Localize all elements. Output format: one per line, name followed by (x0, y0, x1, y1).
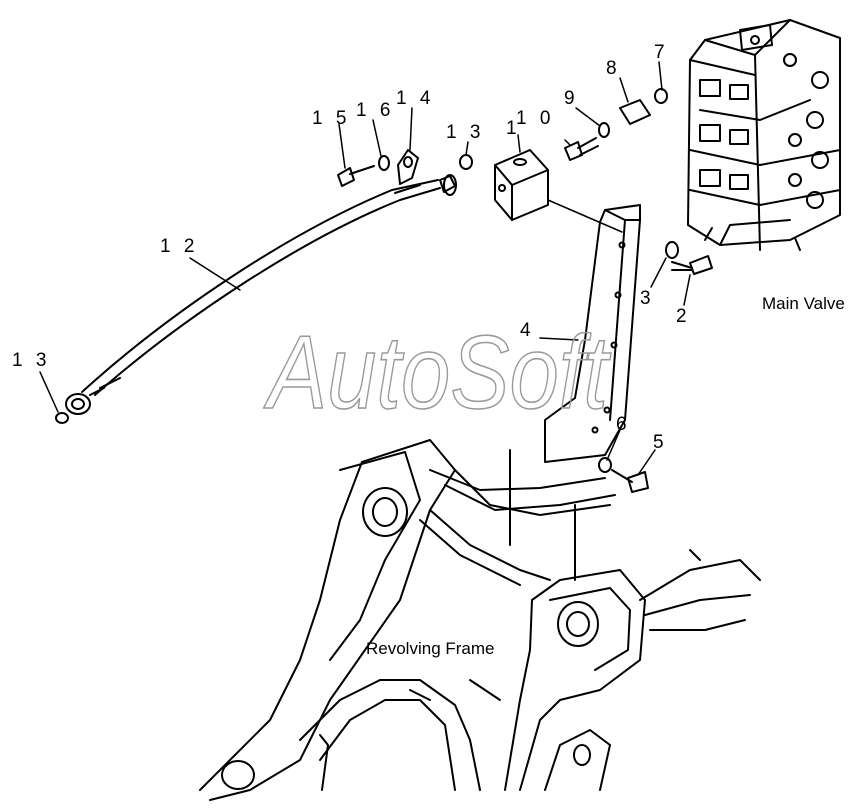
o-ring-7 (654, 88, 668, 104)
callout-14: 1 4 (396, 88, 434, 109)
bolt-2 (671, 255, 713, 275)
bolt-5 (611, 469, 649, 493)
callout-9: 9 (564, 88, 579, 109)
callout-3: 3 (640, 288, 655, 309)
callout-13-top: 1 3 (446, 122, 484, 143)
callout-12: 1 2 (160, 236, 198, 257)
revolving-frame-label: Revolving Frame (366, 639, 495, 658)
bolt-10 (564, 137, 599, 161)
leader-lines (39, 61, 691, 476)
clamp-14 (397, 149, 419, 185)
block (494, 149, 549, 221)
washer-3 (665, 241, 679, 259)
watermark: AutoSoft (263, 315, 612, 431)
o-ring-13-top (459, 154, 473, 170)
callout-7: 7 (654, 42, 669, 63)
callout-6: 6 (616, 414, 631, 435)
washer-6 (598, 457, 612, 473)
main-valve (687, 19, 841, 251)
washer-9 (598, 122, 610, 138)
callout-15: 1 5 (312, 108, 350, 129)
bolt-15 (337, 165, 375, 187)
callout-10: 1 0 (516, 108, 554, 129)
main-valve-label: Main Valve (762, 294, 845, 313)
hose-assembly (65, 174, 457, 415)
o-ring-13-left (55, 412, 69, 424)
callout-13-left: 1 3 (12, 350, 50, 371)
callout-1: 1 (506, 118, 521, 139)
callout-numbers: 1 2 3 4 5 6 7 8 9 1 0 1 2 1 3 1 3 1 4 1 … (12, 42, 691, 453)
washer-16 (378, 155, 390, 171)
bracket (509, 199, 641, 463)
callout-2: 2 (676, 306, 691, 327)
revolving-frame (199, 439, 761, 801)
callout-5: 5 (653, 432, 668, 453)
callout-8: 8 (606, 58, 621, 79)
callout-4: 4 (520, 320, 535, 341)
callout-16: 1 6 (356, 100, 394, 121)
plate-8 (619, 99, 651, 125)
